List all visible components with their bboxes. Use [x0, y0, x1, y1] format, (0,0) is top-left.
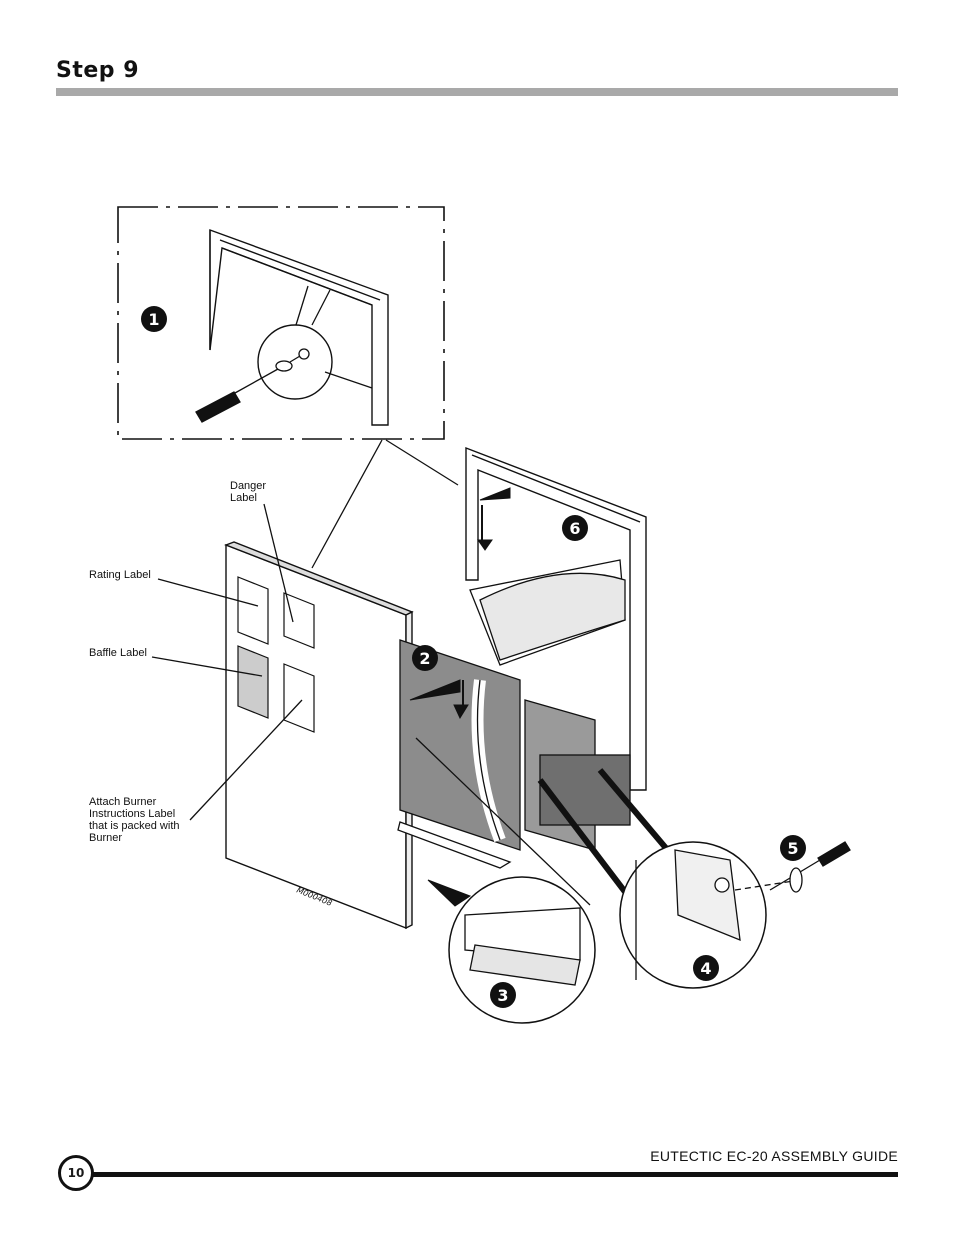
rating-label-rect: [237, 576, 269, 645]
svg-text:2: 2: [419, 649, 430, 668]
detail-1-panel: [209, 228, 389, 426]
baffle-label-callout: Baffle Label: [89, 647, 147, 659]
boiler-body: [397, 559, 631, 869]
step-badge-3: 3: [490, 982, 516, 1008]
step-badge-4: 4: [693, 955, 719, 981]
footer-rule: [78, 1172, 898, 1177]
svg-text:1: 1: [148, 310, 159, 329]
svg-text:3: 3: [497, 986, 508, 1005]
leader-lines: [151, 439, 591, 906]
danger-callout-line2: Label: [230, 492, 257, 504]
svg-text:6: 6: [569, 519, 580, 538]
burner-instructions-callout: Attach Burner Instructions Label that is…: [89, 796, 180, 844]
baffle-label-rect: [237, 645, 269, 719]
svg-text:4: 4: [700, 959, 711, 978]
arrows: [409, 487, 511, 907]
rating-label-callout: Rating Label: [89, 569, 151, 581]
step-badge-1: 1: [141, 306, 167, 332]
detail-1-magnifier: [257, 324, 333, 400]
attach-callout-line4: Burner: [89, 832, 123, 844]
attach-callout-line2: Instructions Label: [89, 808, 176, 820]
screwdriver-5-icon: [769, 841, 851, 893]
danger-callout-line1: Danger: [230, 480, 267, 492]
attach-callout-line1: Attach Burner: [89, 796, 157, 808]
step-badge-5: 5: [780, 835, 806, 861]
attach-callout-line3: that is packed with: [89, 820, 180, 832]
title-rule: [56, 88, 898, 96]
step-badge-6: 6: [562, 515, 588, 541]
svg-text:5: 5: [787, 839, 798, 858]
detail-1-box: [117, 206, 445, 440]
danger-label-rect: [283, 592, 315, 649]
page-number: 10: [58, 1155, 94, 1191]
footer-guide-title: EUTECTIC EC-20 ASSEMBLY GUIDE: [650, 1148, 898, 1164]
screwdriver-icon: [195, 368, 279, 423]
screw-icon: [275, 348, 310, 372]
back-panel: [465, 446, 647, 791]
burner-instructions-label-rect: [283, 663, 315, 733]
page-title: Step 9: [56, 58, 139, 83]
danger-label-callout: Danger Label: [230, 480, 266, 504]
step-badge-2: 2: [412, 645, 438, 671]
detail-4-pointer: [537, 768, 679, 907]
